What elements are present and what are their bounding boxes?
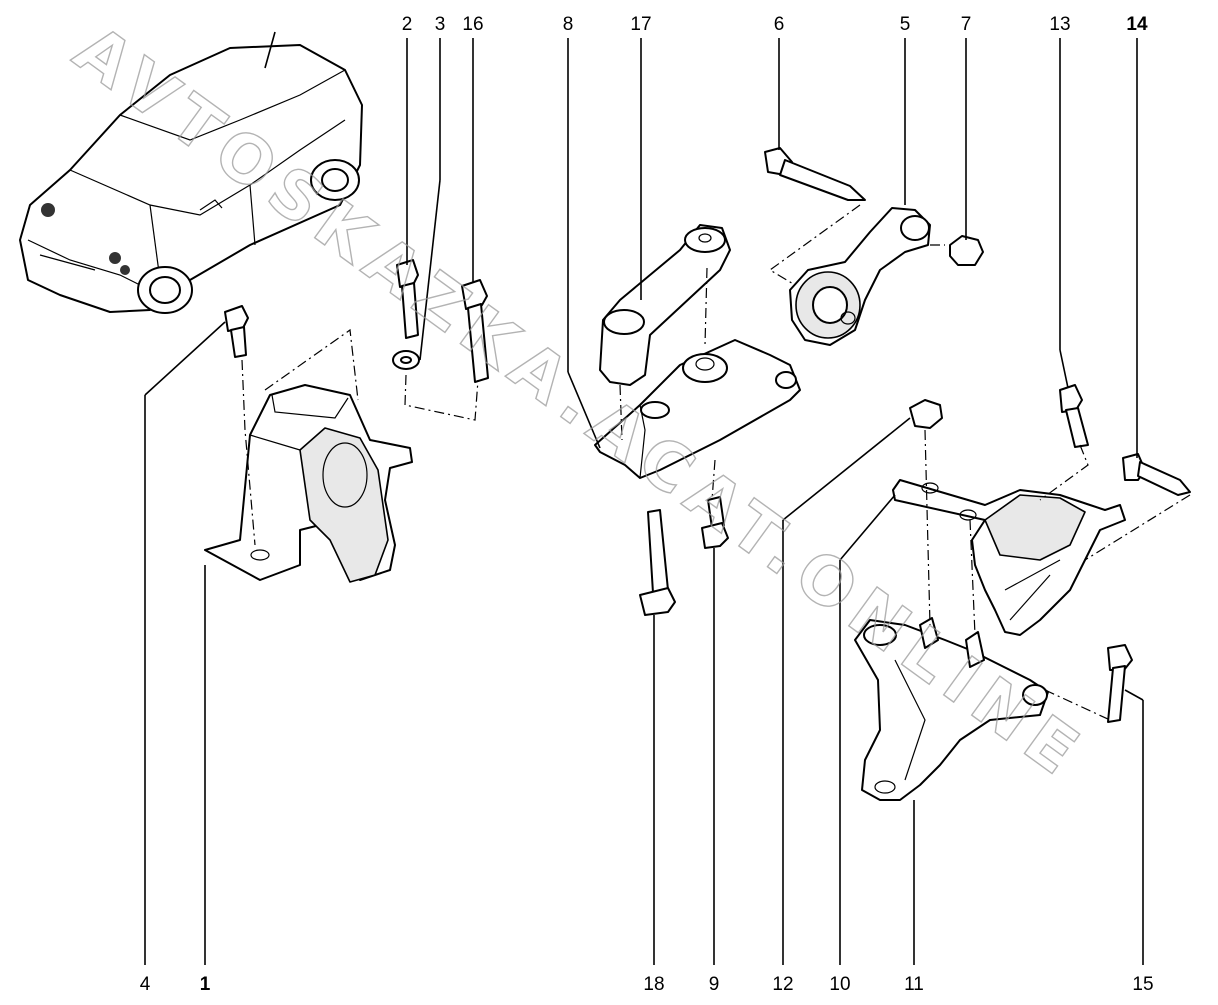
- callout-9: 9: [709, 974, 720, 995]
- part-10-mount: [892, 479, 1126, 636]
- part-6-bolt: [764, 147, 866, 201]
- part-18-bolt: [639, 509, 676, 616]
- part-5-torque-rod: [789, 207, 931, 346]
- callout-4: 4: [140, 974, 151, 995]
- part-9-bolt: [701, 496, 729, 549]
- vehicle-locator-illustration: [19, 31, 363, 314]
- part-13-bolt: [1059, 384, 1089, 448]
- part-8-bracket: [594, 339, 801, 479]
- callout-16: 16: [462, 14, 483, 35]
- callout-10: 10: [829, 974, 850, 995]
- part-1-engine-mount: [204, 384, 413, 583]
- callout-2: 2: [402, 14, 413, 35]
- callout-17: 17: [630, 14, 651, 35]
- part-15-bolt: [1107, 644, 1133, 723]
- part-12-nut: [909, 399, 943, 429]
- callout-7: 7: [961, 14, 972, 35]
- part-3-washer: [392, 350, 420, 370]
- callout-12: 12: [772, 974, 793, 995]
- callout-6: 6: [774, 14, 785, 35]
- callout-5: 5: [900, 14, 911, 35]
- callout-14: 14: [1126, 14, 1148, 35]
- callout-13: 13: [1049, 14, 1070, 35]
- callout-15: 15: [1132, 974, 1153, 995]
- callout-numbers: 2 3 16 8 17 6 5 7 13 14 4 1 18 9 12 10 1…: [140, 14, 1154, 995]
- part-2-bolt: [396, 259, 419, 339]
- callout-3: 3: [435, 14, 446, 35]
- part-4-bolt: [224, 305, 249, 358]
- watermark-text: AVTOSKAZKA.ACAT.ONLINE: [61, 11, 1100, 796]
- callout-8: 8: [563, 14, 574, 35]
- alignment-lines: [241, 204, 1191, 721]
- leader-lines: [144, 38, 1144, 965]
- part-7-nut: [949, 235, 984, 266]
- part-17-link-spacer: [599, 224, 731, 386]
- callout-18: 18: [643, 974, 664, 995]
- part-16-bolt: [461, 279, 489, 383]
- callout-1: 1: [200, 974, 211, 995]
- callout-11: 11: [904, 974, 924, 995]
- part-11-bracket: [854, 617, 1049, 801]
- part-14-bolt: [1122, 453, 1191, 496]
